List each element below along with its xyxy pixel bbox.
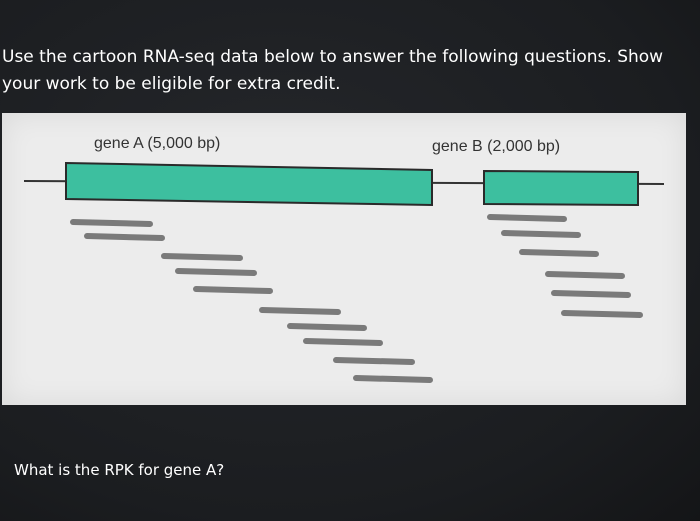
rna-seq-figure: gene A (5,000 bp) gene B (2,000 bp) [2,113,686,405]
gene-a-read [70,219,153,227]
gene-b-read [501,230,581,238]
gene-a-read [193,286,273,294]
gene-b-box [483,169,639,207]
gene-b-read [519,249,599,257]
instructions-text: Use the cartoon RNA-seq data below to an… [2,47,664,94]
gene-a-read [303,338,383,346]
gene-a-read [175,268,257,276]
gene-b-reads [487,214,643,318]
gene-b-read [551,290,631,298]
rna-seq-diagram: gene A (5,000 bp) gene B (2,000 bp) [23,135,665,383]
gene-a-box [65,161,433,207]
gene-a-read [353,375,433,383]
gene-a-reads [70,219,433,383]
gene-a-read [287,323,367,331]
gene-a-read [333,357,415,365]
gene-a-label: gene A (5,000 bp) [94,135,220,152]
question-text: What is the RPK for gene A? [14,461,225,479]
gene-a-read [84,233,165,241]
gene-b-read [487,214,567,222]
gene-b-read [545,271,625,279]
gene-b-label: gene B (2,000 bp) [432,138,560,155]
gene-b-read [561,310,643,318]
gene-a-read [161,253,243,261]
gene-a-read [259,307,341,315]
